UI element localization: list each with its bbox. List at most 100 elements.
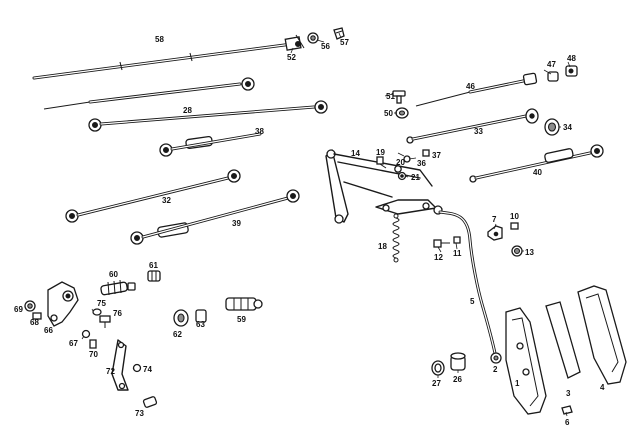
leader-lines — [81, 32, 571, 417]
pedal-1 — [505, 307, 547, 415]
callout-73: 73 — [135, 409, 144, 418]
callout-40: 40 — [533, 168, 542, 177]
rod-33 — [406, 108, 539, 144]
clip-10 — [510, 222, 519, 230]
callout-13: 13 — [525, 248, 534, 257]
rod-38 — [88, 100, 328, 157]
link-72 — [111, 339, 129, 391]
callout-66: 66 — [44, 326, 53, 335]
washer-21 — [397, 171, 407, 181]
bearing-26 — [450, 352, 466, 371]
rod-39 — [130, 189, 300, 245]
damper-59 — [225, 297, 263, 311]
callout-67: 67 — [69, 339, 78, 348]
sleeve-73 — [142, 396, 158, 408]
rod-5 — [438, 210, 498, 360]
grommet-56 — [307, 32, 319, 44]
lever-14 — [325, 149, 443, 224]
callout-labels: 58 52 56 57 28 38 32 39 46 47 48 51 50 3… — [14, 35, 605, 426]
nut-37 — [422, 149, 430, 157]
callout-48: 48 — [567, 54, 576, 63]
callout-62: 62 — [173, 330, 182, 339]
callout-11: 11 — [453, 249, 462, 258]
callout-46: 46 — [466, 82, 475, 91]
callout-50: 50 — [384, 109, 393, 118]
bushing-62 — [173, 309, 189, 327]
rod-58 — [32, 42, 294, 80]
callout-3: 3 — [566, 389, 571, 398]
callout-76: 76 — [113, 309, 122, 318]
callout-69: 69 — [14, 305, 23, 314]
callout-28: 28 — [183, 106, 192, 115]
nut-2 — [490, 352, 502, 364]
callout-56: 56 — [321, 42, 330, 51]
callout-38: 38 — [255, 127, 264, 136]
rod-32 — [65, 169, 241, 223]
callout-6: 6 — [565, 418, 570, 426]
callout-34: 34 — [563, 123, 572, 132]
callout-27: 27 — [432, 379, 441, 388]
callout-14: 14 — [351, 149, 360, 158]
washer-20 — [394, 165, 402, 173]
bushing-50 — [395, 107, 409, 119]
callout-7: 7 — [492, 215, 497, 224]
callout-21: 21 — [411, 173, 420, 182]
nut-69 — [24, 300, 36, 312]
clip-48 — [565, 65, 578, 77]
nut-74 — [132, 363, 142, 373]
bolt-12 — [433, 239, 450, 248]
callout-57: 57 — [340, 38, 349, 47]
bushing-34 — [544, 118, 560, 136]
callout-70: 70 — [89, 350, 98, 359]
washer-67 — [81, 329, 91, 339]
pin-70 — [89, 339, 97, 349]
bushing-13 — [511, 245, 523, 257]
pedal-4 — [577, 285, 627, 385]
callout-47: 47 — [547, 60, 556, 69]
callout-32: 32 — [162, 196, 171, 205]
sleeve-63 — [195, 309, 207, 323]
callout-18: 18 — [378, 242, 387, 251]
callout-75: 75 — [97, 299, 106, 308]
callout-59: 59 — [237, 315, 246, 324]
callout-52: 52 — [287, 53, 296, 62]
spring-18 — [392, 213, 400, 263]
callout-60: 60 — [109, 270, 118, 279]
callout-51: 51 — [386, 92, 395, 101]
washer-75 — [92, 308, 102, 316]
callout-72: 72 — [106, 367, 115, 376]
callout-33: 33 — [474, 127, 483, 136]
end-fitting-52 — [284, 34, 305, 51]
callout-74: 74 — [143, 365, 152, 374]
washer-68 — [32, 312, 42, 320]
rod-28 — [43, 77, 255, 110]
bolt-76 — [99, 315, 111, 328]
sleeve-27 — [431, 360, 445, 376]
callout-36: 36 — [417, 159, 426, 168]
callout-20: 20 — [396, 158, 405, 167]
adjuster-60 — [100, 279, 136, 296]
clip-11 — [453, 236, 461, 244]
callout-5: 5 — [470, 297, 475, 306]
callout-68: 68 — [30, 318, 39, 327]
bolt-19 — [376, 156, 387, 169]
callout-19: 19 — [376, 148, 385, 157]
callout-4: 4 — [600, 383, 605, 392]
bushing-47 — [547, 71, 559, 82]
callout-12: 12 — [434, 253, 443, 262]
callout-2: 2 — [493, 365, 498, 374]
callout-63: 63 — [196, 320, 205, 329]
clip-6 — [561, 405, 573, 415]
bracket-66 — [47, 281, 79, 327]
cable-46 — [415, 72, 538, 107]
callout-58: 58 — [155, 35, 164, 44]
plate-3 — [545, 301, 581, 379]
callout-1: 1 — [515, 379, 520, 388]
rod-40 — [469, 144, 604, 183]
callout-61: 61 — [149, 261, 158, 270]
bolt-51 — [392, 90, 406, 104]
callout-37: 37 — [432, 151, 441, 160]
callout-10: 10 — [510, 212, 519, 221]
bracket-7 — [487, 225, 503, 241]
